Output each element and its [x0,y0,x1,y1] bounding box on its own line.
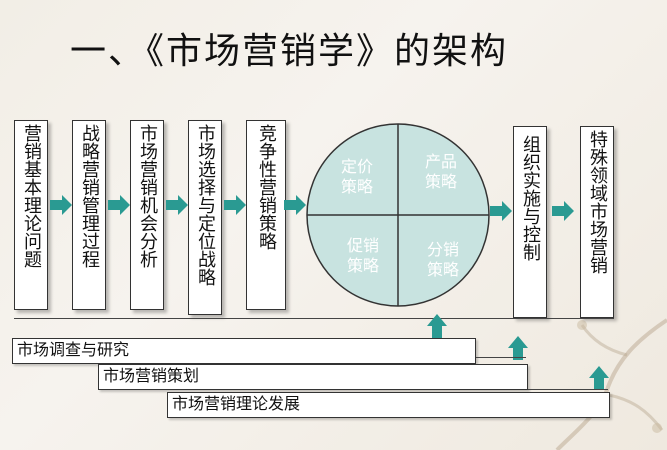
arrow-right-icon [224,195,246,215]
quadrant-distribution: 分销策略 [426,240,459,279]
arrow-right-icon [50,195,72,215]
arrow-up-icon [427,314,447,338]
bar-label: 市场调查与研究 [17,340,130,359]
quadrant-pricing: 定价策略 [340,157,373,196]
box-label: 营销基本理论问题 [21,124,42,268]
box-label: 战略营销管理过程 [79,124,100,268]
box-label: 市场选择与定位战略 [195,124,216,286]
arrow-right-icon [284,195,306,215]
arrow-up-icon [589,366,609,390]
arrow-up-icon [508,336,528,360]
box-marketing-basics: 营销基本理论问题 [14,120,48,310]
box-label: 竞争性营销策略 [256,124,277,250]
quadrant-product: 产品策略 [424,152,457,191]
connector-line [476,357,526,358]
bar-label: 市场营销策划 [103,366,200,385]
arrow-right-icon [552,201,574,221]
box-organization-control: 组织实施与控制 [513,126,547,318]
bar-market-research: 市场调查与研究 [12,338,476,364]
arrow-right-icon [108,195,130,215]
box-special-fields: 特殊领域市场营销 [580,126,614,318]
box-strategic-process: 战略营销管理过程 [72,120,106,310]
box-opportunity-analysis: 市场营销机会分析 [130,120,164,310]
bar-theory-development: 市场营销理论发展 [167,392,610,418]
box-label: 市场营销机会分析 [137,124,158,268]
box-label: 组织实施与控制 [520,135,541,261]
box-market-positioning: 市场选择与定位战略 [188,120,222,315]
quadrant-promotion: 促销策略 [346,236,379,275]
box-competitive-strategy: 竞争性营销策略 [246,120,286,310]
arrow-right-icon [490,201,512,221]
connector-line [528,389,608,390]
page-title: 一、《市场营销学》的架构 [70,31,509,72]
box-label: 特殊领域市场营销 [587,130,608,274]
bar-label: 市场营销理论发展 [172,394,301,413]
bar-marketing-planning: 市场营销策划 [98,364,528,390]
marketing-mix-circle: 定价策略 产品策略 促销策略 分销策略 [305,122,491,308]
circle-shape [306,123,490,307]
connector-line [14,318,614,319]
arrow-right-icon [166,195,188,215]
